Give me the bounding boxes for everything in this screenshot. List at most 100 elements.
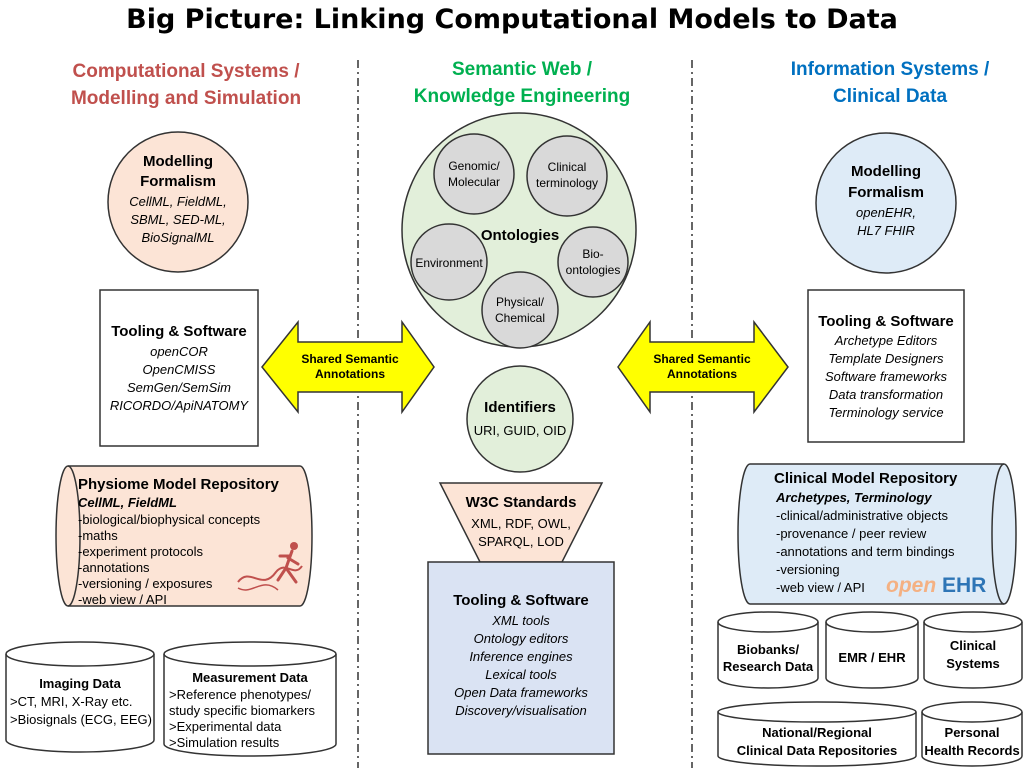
left-tooling-title: Tooling & Software (111, 323, 247, 340)
ontology-label: terminology (536, 176, 598, 190)
ontology-label: ontologies (566, 263, 621, 277)
left-formalism-item: CellML, FieldML, (129, 194, 227, 209)
measurement-data-item: >Experimental data (169, 719, 282, 734)
physiome-repo-item: -annotations (78, 560, 150, 575)
right-formalism: Modelling Formalism openEHR, HL7 FHIR (815, 132, 957, 274)
clinical-repo-title: Clinical Model Repository (774, 470, 958, 487)
w3c-item: SPARQL, LOD (478, 534, 564, 549)
left-tooling-item: openCOR (150, 344, 208, 359)
ontologies-cluster: Ontologies Genomic/ Molecular Clinical t… (401, 112, 637, 349)
right-tooling-item: Data transformation (829, 387, 943, 402)
ontology-label: Clinical (548, 160, 587, 174)
left-header-line1: Computational Systems / (73, 61, 301, 82)
clinical-model-repository: Clinical Model Repository Archetypes, Te… (737, 463, 1017, 605)
middle-tooling-box: Tooling & Software XML tools Ontology ed… (427, 561, 615, 755)
w3c-standards-funnel: W3C Standards XML, RDF, OWL, SPARQL, LOD (438, 482, 604, 563)
ontology-label: Chemical (495, 311, 545, 325)
personal-health-label: Personal (945, 725, 1000, 740)
measurement-data-item: study specific biomarkers (169, 703, 315, 718)
right-tooling-box: Tooling & Software Archetype Editors Tem… (807, 289, 965, 443)
physiome-repo-title: Physiome Model Repository (78, 476, 280, 493)
middle-header-line1: Semantic Web / (452, 59, 593, 80)
right-tooling-item: Archetype Editors (834, 333, 938, 348)
national-regional-store: National/Regional Clinical Data Reposito… (717, 701, 917, 767)
ontology-bio-ontologies (557, 226, 629, 298)
measurement-data-store: Measurement Data >Reference phenotypes/ … (163, 641, 337, 757)
middle-header-line2: Knowledge Engineering (414, 86, 630, 107)
measurement-data-item: >Reference phenotypes/ (169, 687, 311, 702)
left-formalism-item: SBML, SED-ML, (130, 212, 225, 227)
ontology-label: Bio- (582, 247, 603, 261)
clinical-repo-item: -clinical/administrative objects (776, 508, 948, 523)
clinical-repo-item: -annotations and term bindings (776, 544, 955, 559)
middle-tooling-item: Ontology editors (474, 631, 569, 646)
left-tooling-box: Tooling & Software openCOR OpenCMISS Sem… (99, 289, 259, 447)
identifiers-title: Identifiers (484, 399, 556, 416)
left-formalism-title1: Modelling (143, 153, 213, 170)
right-header-line2: Clinical Data (833, 86, 947, 107)
left-tooling-item: RICORDO/ApiNATOMY (110, 398, 250, 413)
left-formalism-title2: Formalism (140, 173, 216, 190)
biobanks-label: Research Data (723, 659, 814, 674)
clinical-repo-subtitle: Archetypes, Terminology (775, 490, 932, 505)
physiome-logo-icon (237, 542, 303, 591)
clinical-systems-label: Systems (946, 656, 999, 671)
ontology-label: Molecular (448, 175, 500, 189)
openehr-logo-ehr: EHR (942, 574, 986, 597)
arrow-left-label1: Shared Semantic (301, 352, 399, 366)
imaging-data-item: >CT, MRI, X-Ray etc. (10, 694, 132, 709)
physiome-repo-item: -biological/biophysical concepts (78, 512, 261, 527)
ontology-label: Environment (415, 256, 483, 270)
left-formalism-item: BioSignalML (142, 230, 215, 245)
ontology-environment (410, 223, 488, 301)
middle-tooling-item: Inference engines (469, 649, 573, 664)
emr-ehr-label: EMR / EHR (838, 650, 906, 665)
ontologies-title: Ontologies (481, 227, 559, 244)
physiome-repo-item: -maths (78, 528, 118, 543)
biobanks-label: Biobanks/ (737, 642, 800, 657)
w3c-title: W3C Standards (466, 494, 577, 511)
middle-tooling-item: Lexical tools (485, 667, 557, 682)
openehr-logo-open: open (886, 574, 936, 597)
right-tooling-item: Software frameworks (825, 369, 948, 384)
personal-health-label: Health Records (924, 743, 1019, 758)
right-header-line1: Information Systems / (791, 59, 990, 80)
right-tooling-title: Tooling & Software (818, 313, 954, 330)
national-regional-label: National/Regional (762, 725, 872, 740)
clinical-repo-item: -versioning (776, 562, 840, 577)
measurement-data-title: Measurement Data (192, 670, 308, 685)
biobanks-store: Biobanks/ Research Data (717, 611, 819, 689)
middle-tooling-item: Discovery/visualisation (455, 703, 587, 718)
right-formalism-item: openEHR, (856, 205, 916, 220)
arrow-right-label1: Shared Semantic (653, 352, 751, 366)
middle-tooling-item: XML tools (491, 613, 550, 628)
ontology-label: Genomic/ (448, 159, 500, 173)
clinical-systems-label: Clinical (950, 638, 996, 653)
shared-semantic-annotations-arrow-right: Shared Semantic Annotations (617, 319, 789, 415)
clinical-systems-store: Clinical Systems (923, 611, 1023, 689)
national-regional-label: Clinical Data Repositories (737, 743, 897, 758)
physiome-repo-item: -experiment protocols (78, 544, 203, 559)
ontology-label: Physical/ (496, 295, 545, 309)
shared-semantic-annotations-arrow-left: Shared Semantic Annotations (261, 319, 435, 415)
left-header-line2: Modelling and Simulation (71, 88, 301, 109)
measurement-data-item: >Simulation results (169, 735, 280, 750)
right-formalism-title2: Formalism (848, 184, 924, 201)
ontology-physical-chemical (481, 271, 559, 349)
identifiers-items: URI, GUID, OID (474, 423, 566, 438)
ontology-clinical-terminology (526, 135, 608, 217)
personal-health-records-store: Personal Health Records (921, 701, 1023, 767)
physiome-repo-subtitle: CellML, FieldML (78, 495, 177, 510)
left-tooling-item: OpenCMISS (143, 362, 216, 377)
right-tooling-item: Terminology service (828, 405, 943, 420)
physiome-repo-item: -web view / API (78, 592, 167, 607)
imaging-data-store: Imaging Data >CT, MRI, X-Ray etc. >Biosi… (5, 641, 155, 753)
physiome-model-repository: Physiome Model Repository CellML, FieldM… (55, 465, 313, 607)
arrow-left-label2: Annotations (315, 367, 385, 381)
arrow-right-label2: Annotations (667, 367, 737, 381)
imaging-data-title: Imaging Data (39, 676, 121, 691)
imaging-data-item: >Biosignals (ECG, EEG) (10, 712, 152, 727)
left-tooling-item: SemGen/SemSim (127, 380, 231, 395)
